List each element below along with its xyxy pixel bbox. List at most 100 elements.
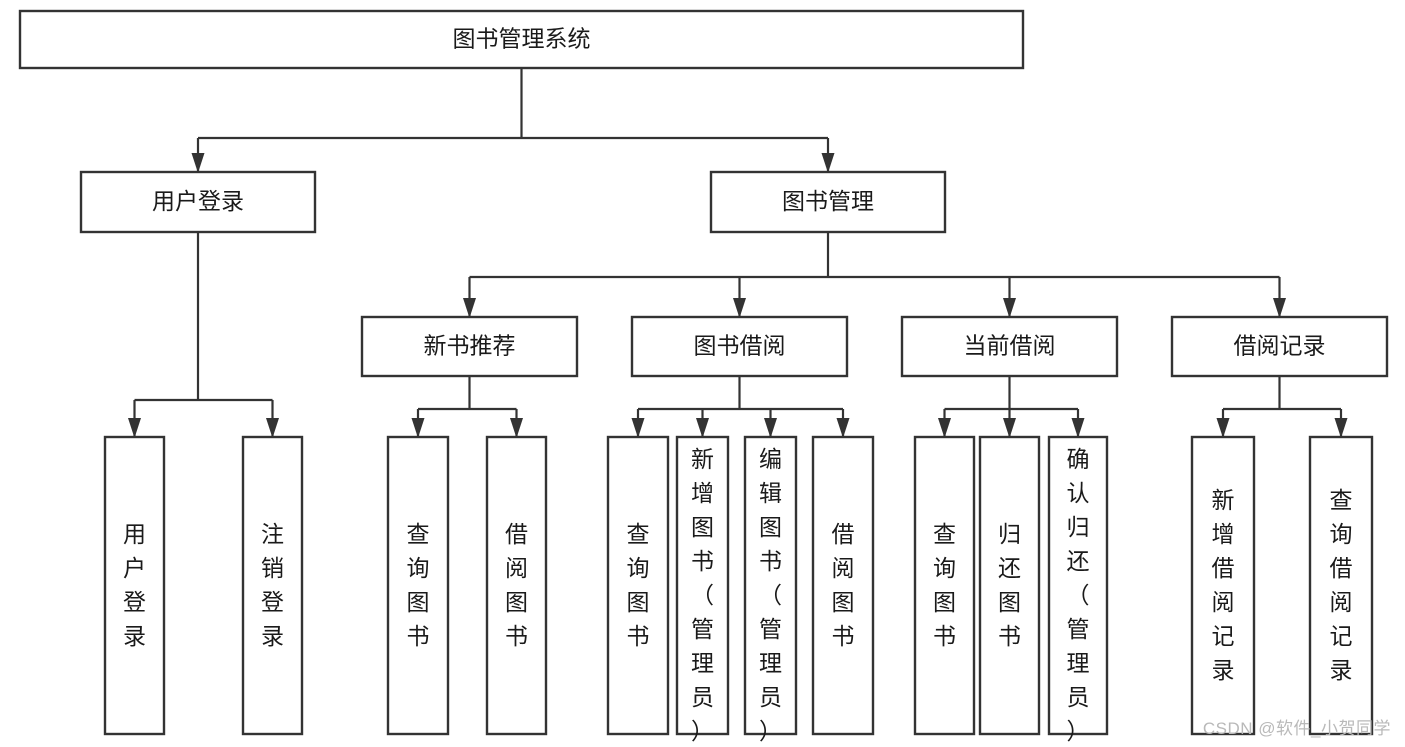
node-label: 图书管理 (782, 188, 874, 214)
leaf-label-char: （ (691, 582, 714, 608)
node-book-manage[interactable]: 图书管理 (709, 170, 947, 234)
leaf-box (913, 435, 976, 736)
leaf-label-char: ） (691, 718, 714, 744)
leaf-leaf-query-book-3[interactable]: 查询图书 (913, 435, 976, 736)
leaf-box (1308, 435, 1374, 736)
node-user-login[interactable]: 用户登录 (79, 170, 317, 234)
leaf-label-char: 图 (998, 589, 1021, 615)
leaf-label-char: 新 (1212, 487, 1235, 513)
node-label: 当前借阅 (964, 333, 1056, 359)
edge-arrowhead (1334, 418, 1348, 438)
edge-arrowhead (733, 298, 746, 318)
leaf-leaf-return-book[interactable]: 归还图书 (978, 435, 1041, 736)
leaf-leaf-add-book[interactable]: 新增图书（管理员） (675, 435, 730, 744)
leaf-box (485, 435, 548, 736)
leaf-label-char: 用 (123, 521, 146, 547)
leaf-box (1047, 435, 1109, 736)
leaf-leaf-query-book-1[interactable]: 查询图书 (386, 435, 450, 736)
node-box (79, 170, 317, 234)
leaf-label-char: 书 (832, 623, 855, 649)
leaf-label-char: 理 (1067, 650, 1090, 676)
leaf-box (743, 435, 798, 736)
leaf-label: 查询借阅记录 (1330, 487, 1353, 683)
edge-arrowhead (411, 418, 425, 438)
leaf-label-char: 借 (832, 521, 855, 547)
leaf-box (811, 435, 875, 736)
leaf-label-char: 登 (261, 589, 284, 615)
leaf-label-char: 图 (691, 514, 714, 540)
node-box (900, 315, 1119, 378)
leaf-leaf-borrow-book-2[interactable]: 借阅图书 (811, 435, 875, 736)
edge-arrowhead (510, 418, 523, 438)
leaf-label-char: 询 (1330, 521, 1353, 547)
leaf-label-char: 录 (1330, 657, 1353, 683)
leaf-label: 借阅图书 (832, 521, 855, 649)
leaf-label-char: 记 (1212, 623, 1235, 649)
leaf-label-char: 注 (261, 521, 284, 547)
node-label: 图书借阅 (694, 333, 786, 359)
leaf-box (1190, 435, 1256, 736)
leaf-label-char: 阅 (832, 555, 855, 581)
leaf-label-char: 书 (759, 548, 782, 574)
node-root[interactable]: 图书管理系统 (18, 9, 1025, 70)
node-label: 借阅记录 (1234, 333, 1326, 359)
leaf-label-char: 书 (933, 623, 956, 649)
connector-recommend-to-leaves (411, 376, 523, 438)
leaf-label-char: ） (1067, 718, 1090, 744)
leaf-label-char: 询 (627, 555, 650, 581)
leaf-label: 编辑图书（管理员） (759, 446, 782, 744)
leaf-label-char: 图 (505, 589, 528, 615)
leaf-label-char: 查 (407, 521, 430, 547)
leaf-leaf-confirm-return[interactable]: 确认归还（管理员） (1047, 435, 1109, 744)
leaf-label-char: 辑 (759, 480, 782, 506)
leaf-box (241, 435, 304, 736)
node-new-book-recommend[interactable]: 新书推荐 (360, 315, 579, 378)
leaf-label-char: 还 (998, 555, 1021, 581)
leaf-label-char: 员 (691, 684, 714, 710)
node-label: 图书管理系统 (453, 26, 591, 52)
connector-bookmanage-to-level3 (463, 232, 1286, 318)
leaf-label-char: 增 (691, 480, 714, 506)
node-box (630, 315, 849, 378)
leaf-label-char: 询 (407, 555, 430, 581)
leaf-label-char: 书 (627, 623, 650, 649)
leaf-label-char: 还 (1067, 548, 1090, 574)
leaf-leaf-borrow-book-1[interactable]: 借阅图书 (485, 435, 548, 736)
leaf-label-char: 员 (1067, 684, 1090, 710)
leaf-label-char: 新 (691, 446, 714, 472)
leaf-leaf-query-book-2[interactable]: 查询图书 (606, 435, 670, 736)
node-current-borrow[interactable]: 当前借阅 (900, 315, 1119, 378)
edge-arrowhead (463, 298, 476, 318)
leaf-label-char: 增 (1212, 521, 1235, 547)
leaf-label-char: 登 (123, 589, 146, 615)
leaf-label-char: 查 (627, 521, 650, 547)
edge-arrowhead (631, 418, 645, 438)
leaf-label-char: （ (1067, 582, 1090, 608)
leaf-leaf-edit-book[interactable]: 编辑图书（管理员） (743, 435, 798, 744)
leaf-leaf-add-record[interactable]: 新增借阅记录 (1190, 435, 1256, 736)
edge-arrowhead (821, 153, 835, 173)
leaf-box (675, 435, 730, 736)
node-book-borrow[interactable]: 图书借阅 (630, 315, 849, 378)
leaf-label-char: 查 (933, 521, 956, 547)
leaf-label-char: 归 (998, 521, 1021, 547)
leaf-label: 借阅图书 (505, 521, 528, 649)
leaf-leaf-logout[interactable]: 注销登录 (241, 435, 304, 736)
leaf-label: 新增借阅记录 (1212, 487, 1235, 683)
leaf-label-char: （ (759, 582, 782, 608)
leaf-leaf-query-record[interactable]: 查询借阅记录 (1308, 435, 1374, 736)
leaf-label-char: 图 (627, 589, 650, 615)
leaf-label-char: 录 (1212, 657, 1235, 683)
leaf-label-char: 理 (759, 650, 782, 676)
leaf-leaf-user-login[interactable]: 用户登录 (103, 435, 166, 736)
node-borrow-record[interactable]: 借阅记录 (1170, 315, 1389, 378)
connector-record-to-leaves (1216, 376, 1348, 438)
leaf-label-char: ） (759, 718, 782, 744)
leaf-label-char: 阅 (1330, 589, 1353, 615)
leaf-label-char: 员 (759, 684, 782, 710)
leaf-label: 确认归还（管理员） (1067, 446, 1090, 744)
node-label: 用户登录 (152, 188, 244, 214)
leaf-label-char: 管 (691, 616, 714, 642)
edge-arrowhead (1216, 418, 1230, 438)
